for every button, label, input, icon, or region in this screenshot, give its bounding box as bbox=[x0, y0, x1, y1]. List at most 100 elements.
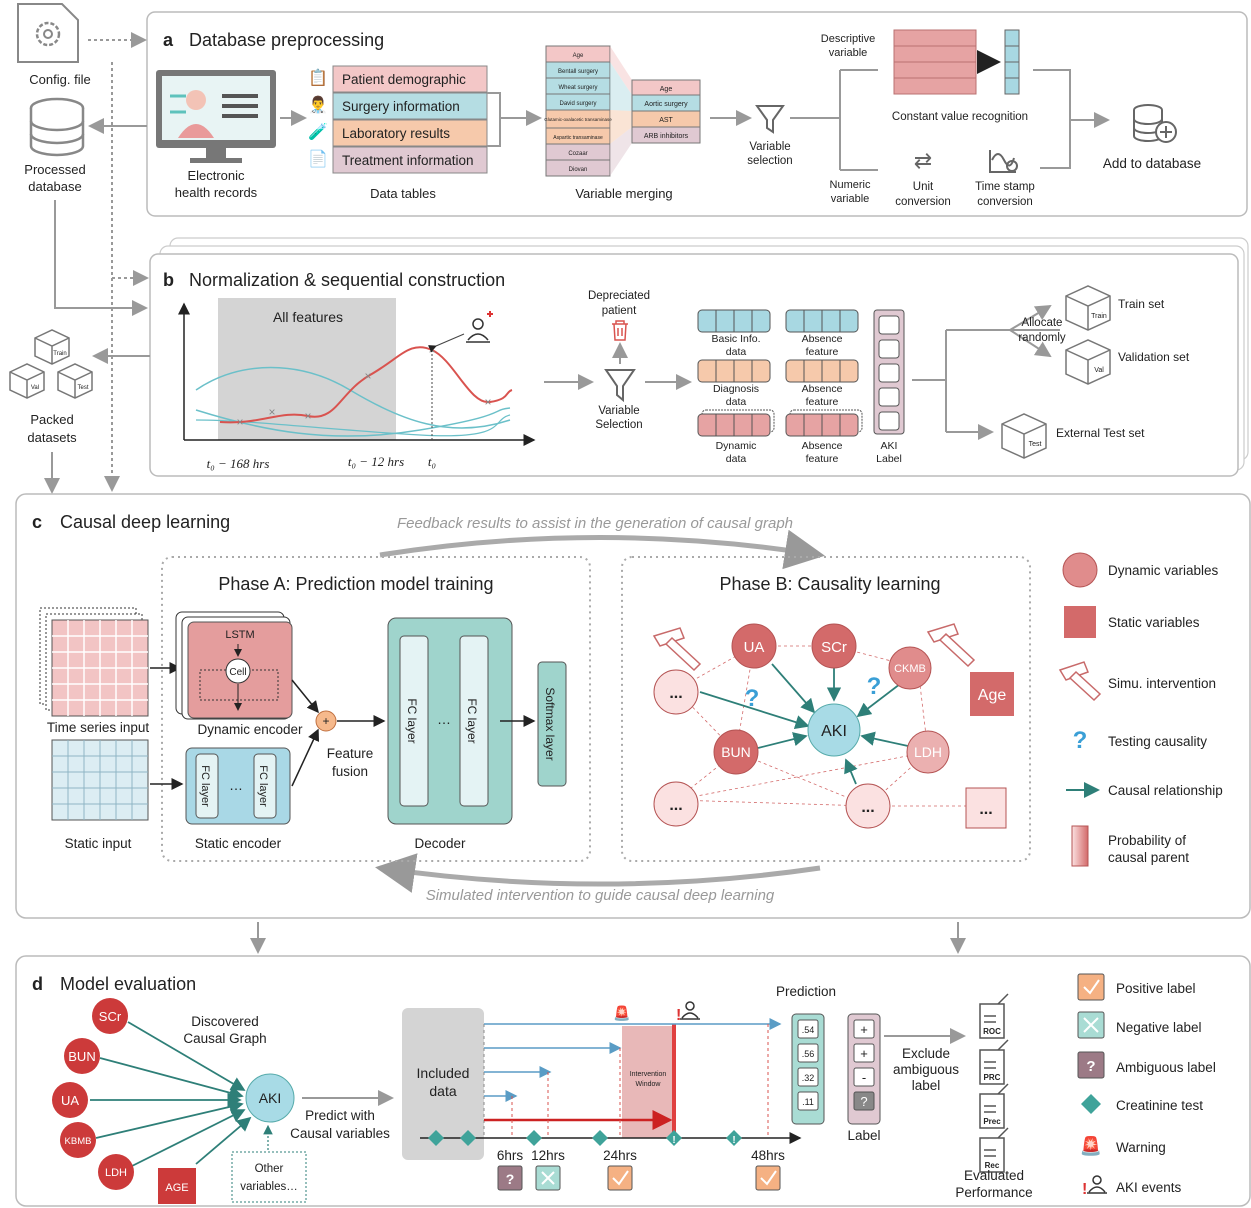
graph-title-1: Discovered bbox=[191, 1014, 259, 1029]
constant-value-label: Constant value recognition bbox=[892, 111, 1028, 123]
creatinine-tests bbox=[428, 1130, 742, 1146]
prediction-label: Prediction bbox=[776, 984, 836, 999]
packed-datasets-icon bbox=[9, 329, 93, 399]
legend-c: ? Dynamic variables Static variables Sim… bbox=[1058, 552, 1223, 867]
dynamic-encoder-label: Dynamic encoder bbox=[197, 722, 303, 737]
question-icon-1: ? bbox=[745, 685, 760, 712]
legend-prob-2: causal parent bbox=[1108, 850, 1189, 865]
merge-left-0: Age bbox=[573, 53, 584, 59]
constant-value-icon bbox=[893, 29, 1020, 95]
depreciated-1: Depreciated bbox=[588, 290, 650, 302]
other-vars-2: variables… bbox=[240, 1181, 298, 1193]
hour-48: 48hrs bbox=[751, 1148, 785, 1163]
panel-a-title: Database preprocessing bbox=[189, 30, 384, 50]
lstm-label: LSTM bbox=[225, 629, 254, 641]
config-file-icon bbox=[17, 3, 79, 63]
dataset-cubes bbox=[1001, 285, 1111, 459]
dynamic-1: Dynamic bbox=[716, 440, 757, 452]
all-features-label: All features bbox=[273, 309, 343, 325]
warning-icon: 🚨 bbox=[613, 1005, 630, 1022]
external-test-label: External Test set bbox=[1056, 426, 1145, 440]
merge-right-3: ARB inhibitors bbox=[644, 133, 689, 140]
pred-0: .54 bbox=[802, 1025, 815, 1035]
hour-24: 24hrs bbox=[603, 1148, 637, 1163]
metric-prc: PRC bbox=[984, 1073, 1001, 1082]
unit-conversion-2: conversion bbox=[895, 196, 951, 208]
node-aki: AKI bbox=[821, 723, 847, 740]
node-dots-4: ... bbox=[979, 801, 992, 818]
d-node-aki: AKI bbox=[259, 1090, 282, 1106]
absence-2b: feature bbox=[806, 396, 839, 408]
add-to-database-label: Add to database bbox=[1103, 156, 1201, 171]
cube-test: Test bbox=[77, 385, 88, 391]
decoder-label: Decoder bbox=[414, 836, 466, 851]
legend-negative: Negative label bbox=[1116, 1020, 1202, 1035]
descriptive-variable-2: variable bbox=[829, 47, 868, 59]
table-label-0: Patient demographic bbox=[342, 72, 466, 87]
data-tables-caption: Data tables bbox=[370, 186, 436, 201]
table-treatment-information bbox=[332, 146, 488, 174]
aki-event-icon: ! bbox=[676, 1001, 700, 1024]
data-tables: 📋 👨‍⚕️ 🧪 📄 Patient demographic Surgery i… bbox=[308, 65, 542, 174]
cube-test-2: Test bbox=[1029, 441, 1042, 448]
intervention-2: Window bbox=[636, 1081, 662, 1088]
patient-alert-icon bbox=[466, 311, 493, 343]
basic-info-1: Basic Info. bbox=[711, 333, 760, 345]
table-laboratory-results bbox=[332, 119, 488, 147]
d-node-scr: SCr bbox=[99, 1009, 122, 1024]
panel-d-letter: d bbox=[32, 974, 43, 994]
svg-text:?: ? bbox=[1073, 727, 1088, 754]
exclude-3: label bbox=[912, 1078, 941, 1093]
panel-b-title: Normalization & sequential construction bbox=[189, 270, 505, 290]
dynamic-2: data bbox=[726, 453, 747, 465]
processed-db-label-2: database bbox=[28, 179, 82, 194]
label-1: + bbox=[860, 1046, 868, 1061]
static-input-label: Static input bbox=[65, 836, 132, 851]
softmax-label: Softmax layer bbox=[543, 687, 557, 760]
svg-text:🧪: 🧪 bbox=[308, 123, 328, 141]
legend-ambiguous: Ambiguous label bbox=[1116, 1060, 1216, 1075]
merge-left-2: Wheat surgery bbox=[558, 85, 597, 91]
phase-a-frame bbox=[161, 556, 591, 862]
panel-b: b Normalization & sequential constructio… bbox=[9, 62, 1249, 494]
variable-merging: Age Bentall surgery Wheat surgery David … bbox=[544, 45, 701, 177]
svg-text:×: × bbox=[268, 405, 275, 419]
merge-right-2: AST bbox=[659, 117, 673, 124]
time-stamp-icon bbox=[989, 150, 1018, 173]
hammer-icon-1 bbox=[652, 627, 702, 672]
merge-right-0: Age bbox=[660, 86, 673, 93]
causal-graph: UA SCr CKMB AKI BUN LDH Age ... ... ... … bbox=[652, 623, 1014, 829]
label-3: ? bbox=[860, 1094, 867, 1109]
variable-merging-caption: Variable merging bbox=[575, 186, 672, 201]
legend-causal: Causal relationship bbox=[1108, 783, 1223, 798]
d-node-bun: BUN bbox=[68, 1049, 95, 1064]
allocate-2: randomly bbox=[1018, 332, 1066, 344]
d-node-age: AGE bbox=[165, 1182, 188, 1194]
panel-c-title: Causal deep learning bbox=[60, 512, 230, 532]
legend-d: ? 🚨 ! Positive label Negative label Ambi… bbox=[1077, 973, 1216, 1198]
exclude-2: ambiguous bbox=[893, 1062, 959, 1077]
legend-testing: Testing causality bbox=[1108, 734, 1207, 749]
cube-train: Train bbox=[53, 351, 66, 357]
node-ldh: LDH bbox=[914, 744, 942, 760]
legend-positive: Positive label bbox=[1116, 981, 1196, 996]
config-file-label: Config. file bbox=[29, 72, 90, 87]
simulated-text: Simulated intervention to guide causal d… bbox=[426, 887, 775, 904]
add-database-icon bbox=[1133, 104, 1177, 143]
trash-icon bbox=[612, 320, 628, 341]
graph-title-2: Causal Graph bbox=[183, 1031, 266, 1046]
database-icon bbox=[29, 97, 85, 157]
pred-1: .56 bbox=[802, 1049, 815, 1059]
numeric-variable-2: variable bbox=[831, 193, 870, 205]
hour-12: 12hrs bbox=[531, 1148, 565, 1163]
node-dots-1: ... bbox=[669, 685, 682, 702]
packed-label-1: Packed bbox=[30, 412, 73, 427]
cell-label: Cell bbox=[229, 667, 246, 678]
legend-aki-events: AKI events bbox=[1116, 1180, 1182, 1195]
absence-3a: Absence bbox=[802, 440, 843, 452]
packed-label-2: datasets bbox=[27, 430, 77, 445]
legend-intervention: Simu. intervention bbox=[1108, 676, 1216, 691]
decoder-fc-2: FC layer bbox=[465, 698, 479, 743]
decoder: FC layer FC layer … bbox=[387, 617, 513, 825]
